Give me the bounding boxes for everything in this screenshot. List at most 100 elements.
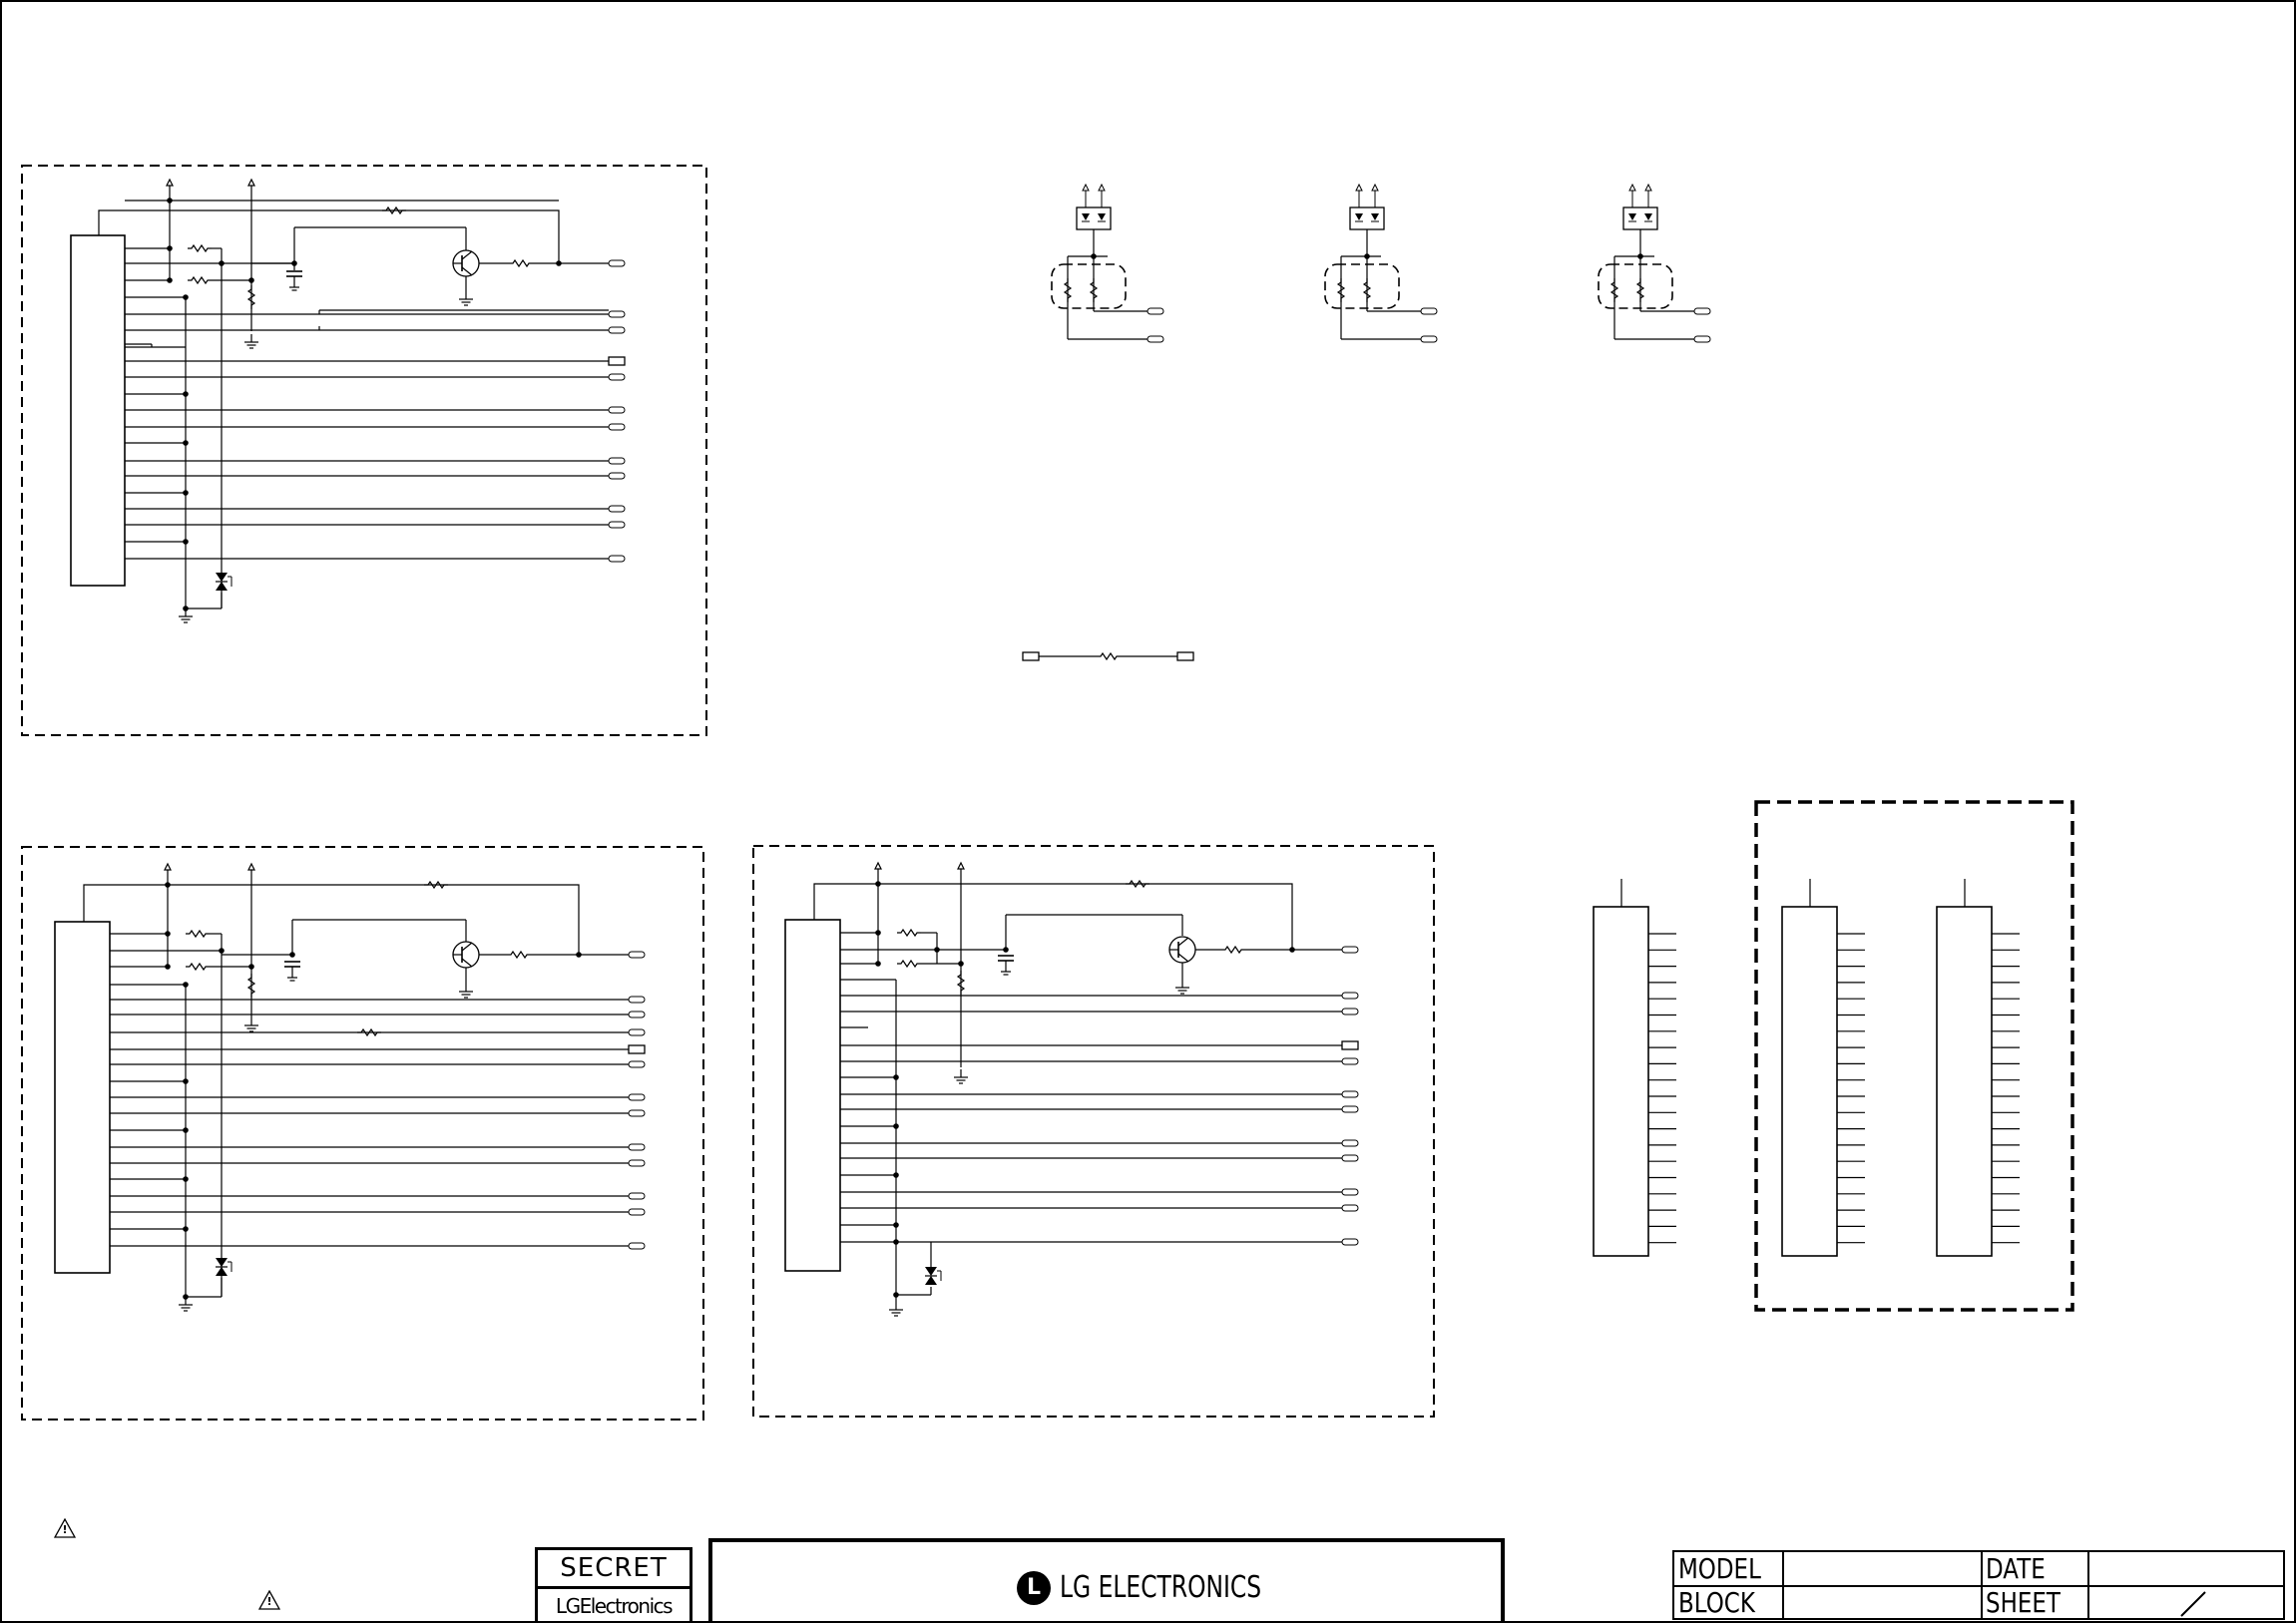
ground-icon [243, 1016, 259, 1032]
resistor [956, 971, 966, 995]
resistor [188, 243, 212, 253]
junction-dot [183, 1294, 189, 1300]
junction-dot [875, 961, 881, 967]
resistor [1221, 945, 1245, 955]
terminal [608, 356, 626, 366]
terminal [1420, 335, 1438, 343]
terminal [608, 521, 626, 529]
ground-icon [1174, 979, 1190, 995]
junction-dot [165, 882, 171, 888]
resistor [897, 928, 921, 938]
group-box-top-left [21, 165, 707, 736]
dashed-group-small [1324, 263, 1400, 309]
power-arrow-icon [247, 863, 255, 883]
feedback-wire [98, 209, 560, 263]
junction-dot [167, 198, 173, 203]
terminal [1147, 335, 1164, 343]
terminal [1341, 1057, 1359, 1065]
junction-dot [875, 930, 881, 936]
terminal [628, 1192, 646, 1200]
power-arrow-icon [166, 179, 174, 199]
header-connector [1593, 906, 1649, 1257]
junction-dot [183, 606, 189, 611]
power-arrow-icon [247, 179, 255, 199]
terminal [1341, 946, 1359, 954]
feedback-wire [813, 883, 1293, 950]
terminal [1341, 1154, 1359, 1162]
terminal [628, 1044, 646, 1054]
header-connector [1781, 906, 1838, 1257]
capacitor [997, 955, 1015, 976]
terminal [608, 505, 626, 513]
resistor [1063, 278, 1073, 302]
resistor [897, 959, 921, 969]
junction-dot [893, 1222, 899, 1228]
junction-dot [248, 964, 254, 970]
terminal [1022, 651, 1040, 661]
power-arrow-icon [164, 863, 172, 883]
terminal [608, 457, 626, 465]
junction-dot [167, 245, 173, 251]
terminal [1341, 1105, 1359, 1113]
connector-block [54, 921, 111, 1274]
terminal [628, 951, 646, 959]
terminal [608, 373, 626, 381]
terminal [628, 1159, 646, 1167]
junction-dot [893, 1239, 899, 1245]
ground-icon [458, 983, 474, 999]
ground-icon [458, 290, 474, 306]
resistor [357, 1027, 381, 1037]
junction-dot [183, 391, 189, 397]
terminal [1693, 335, 1711, 343]
tvs-diode-icon [215, 1257, 232, 1277]
terminal [608, 310, 626, 318]
circuit-drawing [54, 179, 2020, 1317]
capacitor [285, 270, 303, 291]
feedback-wire [83, 884, 580, 955]
junction-dot [183, 490, 189, 496]
terminal [1420, 307, 1438, 315]
ground-icon [953, 1068, 969, 1084]
resistor [509, 258, 533, 268]
terminal [628, 1028, 646, 1036]
resistor [382, 205, 406, 215]
terminal [1341, 1008, 1359, 1015]
transistor-icon [1168, 936, 1196, 964]
junction-dot [165, 931, 171, 937]
junction-dot [875, 881, 881, 887]
terminal [608, 326, 626, 334]
terminal [1176, 651, 1194, 661]
junction-dot [183, 1226, 189, 1232]
terminal [628, 996, 646, 1004]
terminal [628, 1093, 646, 1101]
resistor [188, 275, 212, 285]
group-box-right [1754, 800, 2074, 1312]
terminal [628, 1242, 646, 1250]
terminal [1341, 1204, 1359, 1212]
terminal [1693, 307, 1711, 315]
terminal [608, 555, 626, 563]
terminal [608, 423, 626, 431]
terminal [1341, 1090, 1359, 1098]
ground-icon [243, 333, 259, 349]
junction-dot [893, 1123, 899, 1129]
terminal [608, 472, 626, 480]
terminal [1341, 1238, 1359, 1246]
terminal [1341, 1040, 1359, 1050]
junction-dot [934, 947, 940, 953]
terminal [628, 1011, 646, 1018]
terminal [1147, 307, 1164, 315]
junction-dot [576, 952, 582, 958]
tvs-diode-icon [924, 1266, 942, 1286]
terminal [1341, 992, 1359, 1000]
terminal [1341, 1188, 1359, 1196]
junction-dot [1289, 947, 1295, 953]
junction-dot [893, 1074, 899, 1080]
terminal [1341, 1139, 1359, 1147]
resistor [1097, 651, 1121, 661]
resistor [186, 962, 210, 972]
led-pair-icon [1622, 184, 1658, 230]
junction-dot [183, 294, 189, 300]
junction-dot [165, 964, 171, 970]
